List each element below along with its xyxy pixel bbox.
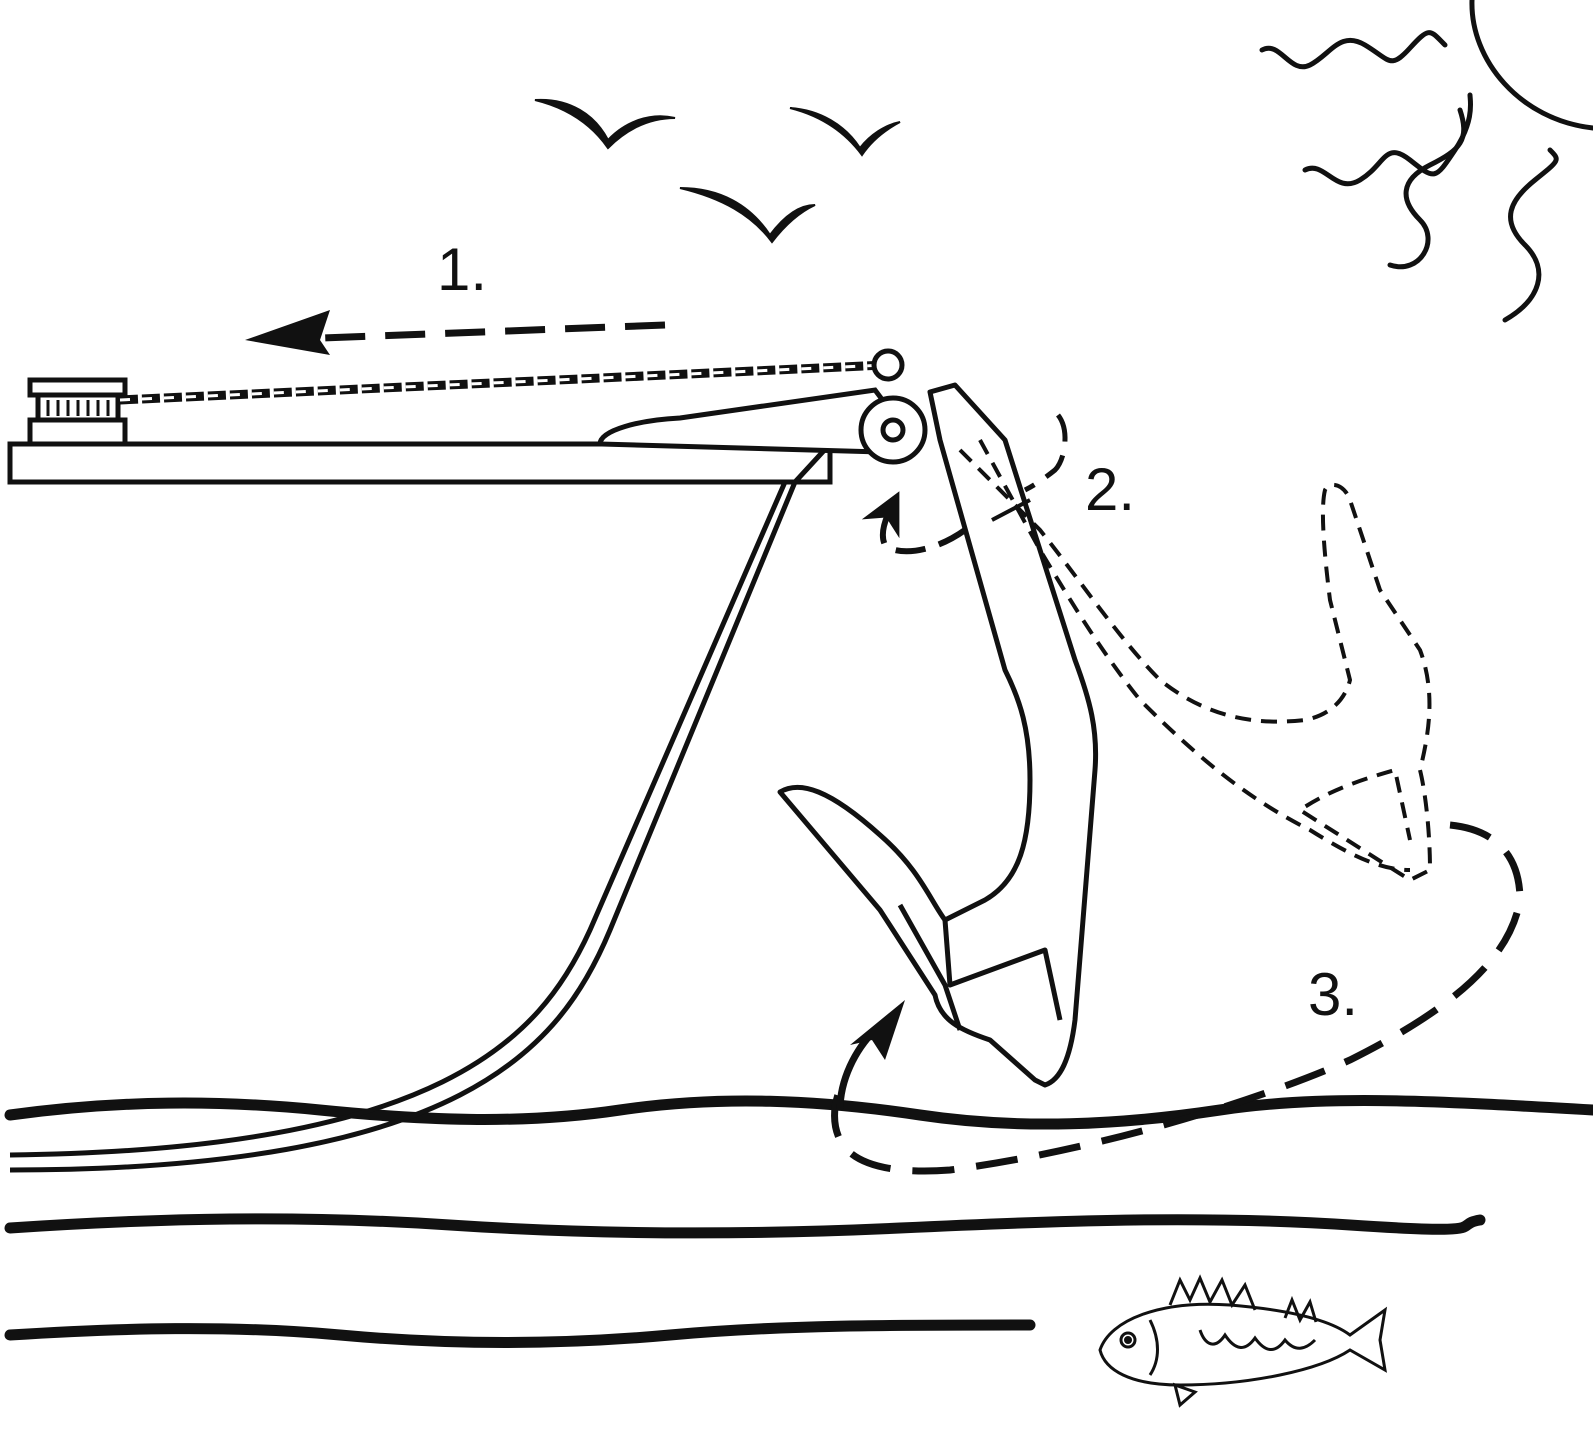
windlass-icon (27, 377, 128, 447)
water (4, 1095, 1593, 1348)
arrow-head (850, 1000, 905, 1060)
step-3-label: 3. (1308, 961, 1358, 1028)
boat-hull (7, 441, 833, 1173)
bird-icon (789, 107, 901, 157)
birds (534, 98, 901, 244)
bird-icon (534, 98, 676, 150)
step-2-label: 2. (1085, 456, 1135, 523)
sun-icon (1259, 0, 1593, 323)
bird-icon (679, 187, 816, 244)
anchor-ghost-outline (958, 439, 1433, 883)
bow-roller (597, 348, 968, 465)
anchor-icon (777, 382, 1099, 1088)
arrow-icon (861, 491, 967, 555)
fish-icon (1098, 1274, 1388, 1408)
step-1-label: 1. (437, 236, 487, 303)
arrow-icon (831, 821, 1524, 1175)
arrow-head (245, 310, 330, 355)
arrow-icon (269, 321, 666, 344)
